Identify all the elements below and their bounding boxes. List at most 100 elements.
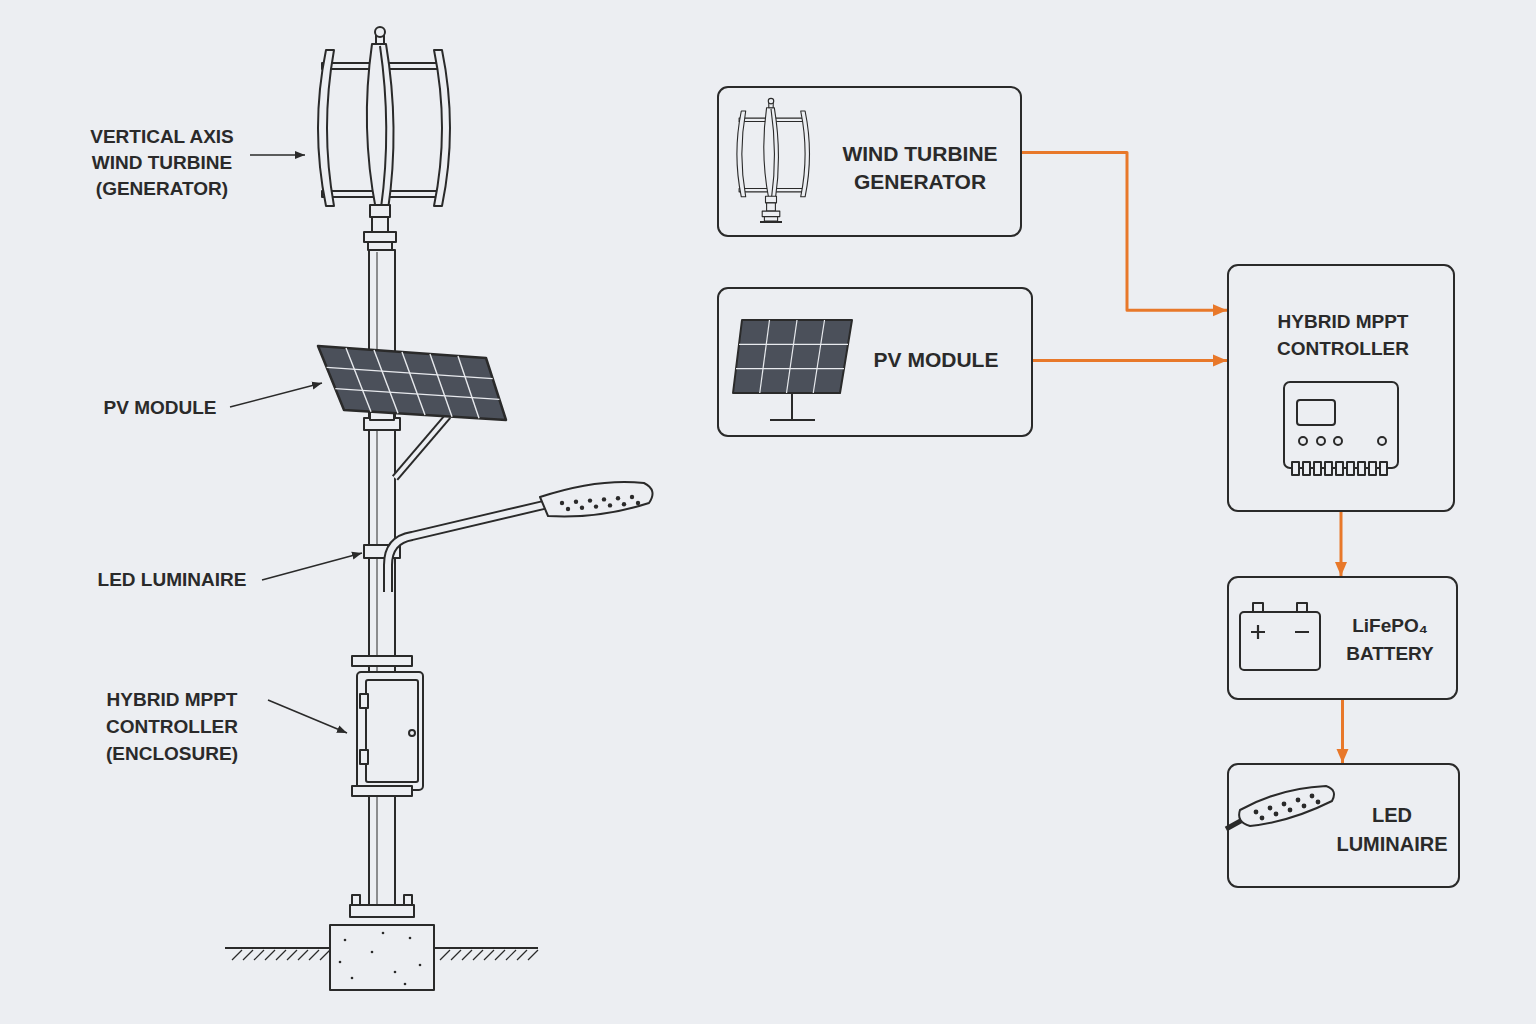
- leader-lines-part: [250, 154, 305, 156]
- wind-turbine-drawing-part: [367, 44, 394, 210]
- leader-lines-part: [262, 553, 362, 580]
- foundation-part-part: [382, 932, 385, 935]
- pv-icon-part-part: [736, 368, 844, 369]
- controller-enclosure-part: [360, 750, 368, 764]
- lamp-arm-part-part: [594, 504, 598, 508]
- lamp-arm-part-part: [588, 498, 592, 502]
- controller-enclosure: [352, 656, 423, 796]
- solar-panel-part: [327, 348, 500, 418]
- lamp-arm-part-part: [622, 502, 626, 506]
- controller-enclosure-part: [357, 672, 423, 790]
- box-label: WIND TURBINE GENERATOR: [830, 140, 1010, 196]
- source-box: WIND TURBINE GENERATOR: [717, 86, 1022, 237]
- controller-icon-part-part: [1347, 462, 1354, 475]
- power-flow-arrow: [1341, 700, 1344, 763]
- controller-enclosure-part: [352, 656, 412, 666]
- led-icon-part-part: [1254, 810, 1259, 815]
- led-icon-part: [1239, 786, 1334, 826]
- foundation-part-part: [419, 964, 422, 967]
- solar-panel-part-part: [346, 348, 371, 412]
- wind-turbine-drawing-part: [318, 50, 334, 206]
- foundation-part-part: [506, 950, 516, 960]
- controller-box: HYBRID MPPT CONTROLLER: [1227, 264, 1455, 512]
- lamp-arm-part: [388, 504, 548, 592]
- foundation-part-part: [404, 983, 407, 986]
- pv-icon: [733, 320, 852, 420]
- controller-enclosure-part: [352, 786, 412, 796]
- lamp-arm-part-part: [608, 503, 612, 507]
- foundation-part-part: [528, 950, 538, 960]
- foundation-part: [352, 895, 360, 905]
- wind-turbine-drawing: [318, 27, 450, 250]
- controller-enclosure-part: [409, 730, 415, 736]
- foundation-part-part: [394, 971, 397, 974]
- solar-panel-part-part: [430, 354, 452, 417]
- led-icon-part-part: [1268, 806, 1273, 811]
- foundation-part: [404, 895, 412, 905]
- foundation-part-part: [451, 950, 461, 960]
- turbine-icon-part: [737, 98, 810, 221]
- lamp-arm-part-part: [616, 496, 620, 500]
- controller-icon-part: [1317, 437, 1325, 445]
- wind-turbine-drawing-part: [380, 46, 386, 208]
- controller-enclosure-part: [360, 694, 368, 708]
- part-label: HYBRID MPPT CONTROLLER (ENCLOSURE): [92, 686, 252, 767]
- foundation-part-part: [495, 950, 505, 960]
- led-icon-part-part: [1296, 798, 1301, 803]
- controller-icon-part-part: [1369, 462, 1376, 475]
- battery-icon: [1240, 603, 1320, 670]
- controller-icon-part-part: [1303, 462, 1310, 475]
- foundation-part-part: [276, 950, 286, 960]
- solar-panel-part-part: [327, 367, 493, 378]
- foundation-part-part: [232, 950, 242, 960]
- solar-panel-part-part: [374, 350, 398, 413]
- foundation-part-part: [298, 950, 308, 960]
- box-label: PV MODULE: [851, 346, 1021, 374]
- lamp-arm: [388, 482, 653, 592]
- solar-panel-part-part: [402, 352, 425, 415]
- panel-bracket-part: [395, 416, 448, 478]
- controller-icon-part-part: [1292, 462, 1299, 475]
- pv-icon-part: [733, 320, 852, 393]
- led-icon-part-part: [1302, 804, 1307, 809]
- leader-lines-part: [230, 383, 322, 407]
- lamp-arm-part-part: [602, 497, 606, 501]
- led-icon-part-part: [1260, 816, 1265, 821]
- illustration-part: [225, 27, 1398, 990]
- pv-icon-part: [736, 320, 848, 393]
- turbine-icon: [737, 98, 810, 222]
- led-icon-part-part: [1274, 812, 1279, 817]
- foundation-part-part: [409, 937, 412, 940]
- foundation-part-part: [484, 950, 494, 960]
- box-label: LiFePO₄ BATTERY: [1334, 612, 1446, 668]
- foundation-part-part: [320, 950, 330, 960]
- foundation-part: [232, 950, 538, 960]
- solar-panel-part-part: [335, 389, 499, 400]
- foundation-part-part: [473, 950, 483, 960]
- foundation-part-part: [309, 950, 319, 960]
- foundation-part-part: [287, 950, 297, 960]
- battery-icon-part: [1251, 625, 1309, 639]
- led-icon-part: [1254, 794, 1321, 821]
- led-icon-part-part: [1288, 808, 1293, 813]
- wind-turbine-drawing-part: [368, 242, 392, 250]
- controller-icon-part-part: [1314, 462, 1321, 475]
- foundation-part-part: [462, 950, 472, 960]
- foundation-part-part: [371, 951, 374, 954]
- wind-turbine-drawing-part: [372, 217, 388, 232]
- battery-icon-part: [1253, 603, 1263, 612]
- foundation-part: [350, 905, 414, 917]
- lamp-arm-part-part: [560, 501, 564, 505]
- wind-turbine-drawing-part: [364, 232, 396, 242]
- lamp-arm-part: [560, 495, 640, 511]
- foundation-part: [434, 947, 538, 949]
- foundation: [225, 895, 538, 990]
- lamp-arm-part-part: [574, 500, 578, 504]
- pv-icon-part-part: [813, 320, 824, 393]
- controller-icon-part: [1297, 400, 1335, 425]
- panel-bracket-part: [395, 416, 448, 478]
- wind-turbine-drawing-part: [434, 50, 450, 206]
- led-icon-part-part: [1310, 794, 1315, 799]
- part-label: LED LUMINAIRE: [87, 567, 257, 593]
- pv-icon-part-part: [760, 320, 770, 393]
